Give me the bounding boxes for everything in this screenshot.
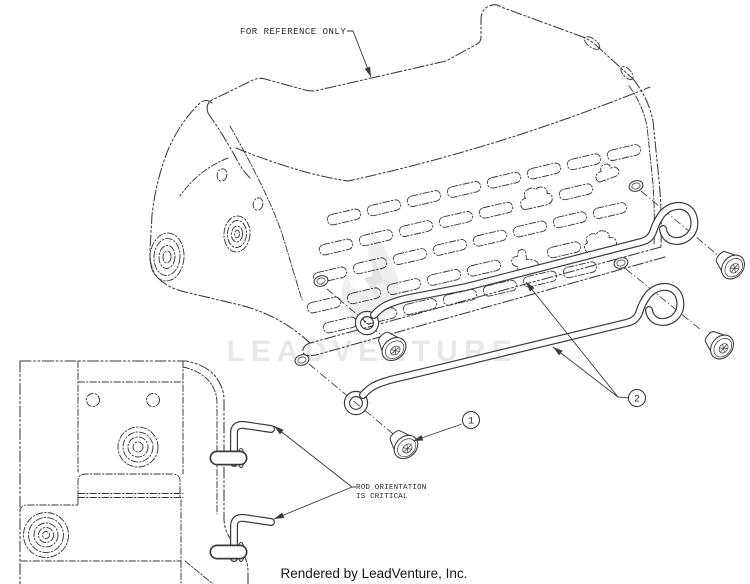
rod-orientation-label-line2: IS CRITICAL xyxy=(356,493,408,501)
panel-bottom-flange xyxy=(309,246,662,344)
panel-slot xyxy=(358,229,394,247)
panel-top-edge xyxy=(206,4,634,114)
panel-cutout xyxy=(583,230,618,254)
detail-step xyxy=(77,473,184,498)
leadventure-flame-icon xyxy=(341,228,400,321)
panel-slot xyxy=(526,162,562,180)
screw-4[interactable] xyxy=(699,324,739,365)
footer-credit: Rendered by LeadVenture, Inc. xyxy=(281,566,468,581)
reference-panel xyxy=(149,4,666,368)
panel-slot xyxy=(392,248,428,265)
panel-slot xyxy=(402,298,438,315)
panel-slot xyxy=(326,208,362,226)
panel-left-bracket-fold xyxy=(179,125,303,301)
axis-line xyxy=(625,268,702,331)
panel-slot xyxy=(472,229,508,247)
panel-slot xyxy=(522,270,558,288)
axis-line xyxy=(640,190,721,258)
panel-slot xyxy=(366,199,402,217)
detail-lower-plate xyxy=(19,497,214,584)
axis-line xyxy=(308,363,399,439)
panel-slot xyxy=(486,171,522,189)
panel-slot xyxy=(562,261,598,279)
leader-line xyxy=(273,486,353,520)
panel-slot xyxy=(512,220,548,238)
reference-note-label: FOR REFERENCE ONLY xyxy=(240,27,346,37)
screw-3[interactable] xyxy=(710,244,750,285)
rod-end-installed-lower[interactable] xyxy=(209,513,275,563)
weld-nut xyxy=(627,178,645,194)
panel-slot xyxy=(478,201,514,219)
weld-nut xyxy=(312,273,330,289)
panel-slot xyxy=(426,269,462,286)
panel-slot xyxy=(482,279,518,297)
mounting-bracket-detail xyxy=(19,360,275,584)
panel-slot xyxy=(606,144,642,161)
detail-inner-edge xyxy=(182,366,218,515)
panel-bottom-flange-return xyxy=(302,256,666,357)
panel-slot xyxy=(566,153,602,171)
leader-line xyxy=(273,425,356,488)
detail-hole xyxy=(86,393,100,407)
leader-line xyxy=(347,30,372,78)
panel-slots xyxy=(306,144,642,334)
axis-line xyxy=(326,288,388,341)
panel-right-inner-edge xyxy=(628,85,655,246)
screw-axes xyxy=(308,190,721,439)
panel-left-bracket xyxy=(149,99,311,344)
bracket-boss xyxy=(149,232,185,282)
detail-outline xyxy=(19,360,249,584)
panel-slot xyxy=(466,259,502,277)
panel-cutout xyxy=(520,186,553,211)
support-rod-upper[interactable] xyxy=(354,201,699,336)
panel-cutout xyxy=(595,163,620,183)
panel-tab xyxy=(620,66,634,80)
panel-slot xyxy=(592,202,628,219)
panel-slot xyxy=(546,241,582,259)
panel-slot xyxy=(346,287,382,305)
panel-slot xyxy=(352,257,388,275)
panel-slot xyxy=(398,220,434,237)
panel-slot xyxy=(312,266,348,284)
callout-1[interactable]: 1 xyxy=(461,410,481,430)
panel-slot xyxy=(438,211,474,228)
panel-slot xyxy=(552,211,588,229)
leader-line xyxy=(412,423,463,442)
bracket-hole xyxy=(252,197,264,211)
detail-boss xyxy=(23,512,69,558)
panel-slot xyxy=(406,190,442,207)
panel-slot xyxy=(558,183,594,201)
annotations: FOR REFERENCE ONLY ROD ORIENTATION IS CR… xyxy=(240,27,647,581)
panel-slot xyxy=(306,296,342,314)
callout-2-number: 2 xyxy=(634,395,640,406)
panel-fold-line xyxy=(207,86,651,182)
detail-hole xyxy=(146,393,160,407)
bracket-boss xyxy=(223,215,251,253)
callout-2[interactable]: 2 xyxy=(627,388,647,408)
support-rod-lower[interactable] xyxy=(343,282,685,416)
detail-boss xyxy=(117,426,159,468)
panel-slot xyxy=(432,239,468,256)
panel-slot xyxy=(322,316,358,334)
panel-slot xyxy=(386,278,422,295)
panel-slot xyxy=(446,181,482,198)
panel-tab xyxy=(583,36,601,50)
detail-folds xyxy=(77,360,184,475)
rod-end-installed-upper[interactable] xyxy=(209,420,275,469)
screw-2[interactable] xyxy=(383,424,423,464)
callout-1-number: 1 xyxy=(468,417,474,428)
rod-orientation-label-line1: ROD ORIENTATION xyxy=(356,484,427,492)
leader-line xyxy=(552,346,619,398)
bracket-hole xyxy=(216,168,228,182)
panel-slot xyxy=(318,238,354,256)
weld-nut xyxy=(612,255,630,271)
